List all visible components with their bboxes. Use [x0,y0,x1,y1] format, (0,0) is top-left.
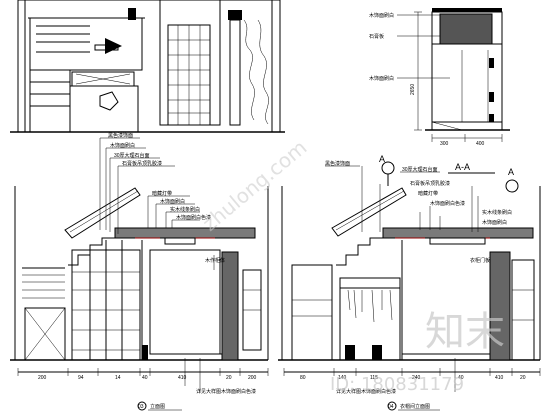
right-note-3: 石膏板吊顶乳胶漆 [410,180,450,187]
right-title: 衣帽间立面图 [400,403,430,410]
section-note-1: 木饰面刷白 [369,12,394,19]
left-dim-2: 94 [78,375,84,381]
section-dim-3: 2650 [410,84,416,95]
right-note-7: 木饰面刷白 [482,219,507,226]
section-a-a: 木饰面刷白 石膏板 木饰面刷白 300 400 2650 A-A [369,8,510,174]
right-title-bubble [387,401,397,411]
left-note-9: 木作柜体 [205,257,225,264]
section-note-3: 木饰面刷白 [369,75,394,82]
section-note-2: 石膏板 [369,33,384,40]
right-note-6: 实木线条刷白 [482,209,512,216]
right-bottom-note: 详见大样图木饰面刷白色漆 [336,388,396,395]
right-note-2: 30厚大理石台面 [402,166,438,173]
right-dim-1: 80 [300,375,306,381]
left-dim-6: 20 [226,375,232,381]
section-dim-2: 400 [476,141,485,147]
left-note-6: 木饰面刷白 [160,198,185,205]
right-dim-6: 410 [495,375,504,381]
top-elevation [10,0,285,133]
left-note-1: 黑色漆饰面 [108,132,133,139]
left-dim-3: 14 [115,375,121,381]
left-title-bubble [137,401,147,411]
section-dim-1: 300 [440,141,449,147]
left-note-3: 30厚大理石台面 [114,152,150,159]
watermark-id: ID: 180831179 [330,374,464,395]
left-elevation: 200 94 14 40 410 20 200 黑色漆饰面 木饰面刷白 30厚大… [10,132,269,411]
section-mark-a-left: A [379,154,385,164]
left-note-7: 实木线条刷白 [170,206,200,213]
left-note-2: 木饰面刷白 [110,142,135,149]
watermark-logo: 知末 [425,309,505,355]
right-title-num: 04 [388,404,394,410]
left-note-8: 木饰面刷白色漆 [176,214,211,221]
right-dim-3: 115 [370,375,378,381]
right-dim-5: 40 [458,375,464,381]
right-note-1: 黑色漆饰面 [325,160,350,167]
right-note-5: 木饰面刷白色漆 [430,200,465,207]
left-title: 立面图 [150,403,165,410]
left-note-4: 石膏板吊顶乳胶漆 [122,160,162,167]
left-bottom-note: 详见大样图木饰面刷白色漆 [196,388,256,395]
left-dim-1: 200 [38,375,47,381]
left-dim-4: 40 [142,375,148,381]
watermark-site: zhulong.com [198,135,312,236]
section-title: A-A [455,162,470,172]
section-mark-bubble-right [505,179,519,193]
left-note-5: 暗藏灯带 [152,190,172,197]
left-title-num: 03 [138,404,144,410]
right-dim-4: 240 [412,375,421,381]
right-elevation: 80 140 115 240 40 410 20 A A 黑色漆饰面 30厚大理… [278,154,541,411]
left-dim-5: 410 [178,375,187,381]
right-note-8: 衣柜门板 [470,257,490,264]
right-note-4: 暗藏灯带 [418,190,438,197]
left-dim-7: 200 [248,375,257,381]
right-dim-7: 20 [520,375,526,381]
section-mark-a-right: A [508,167,514,177]
right-dim-2: 140 [338,375,347,381]
